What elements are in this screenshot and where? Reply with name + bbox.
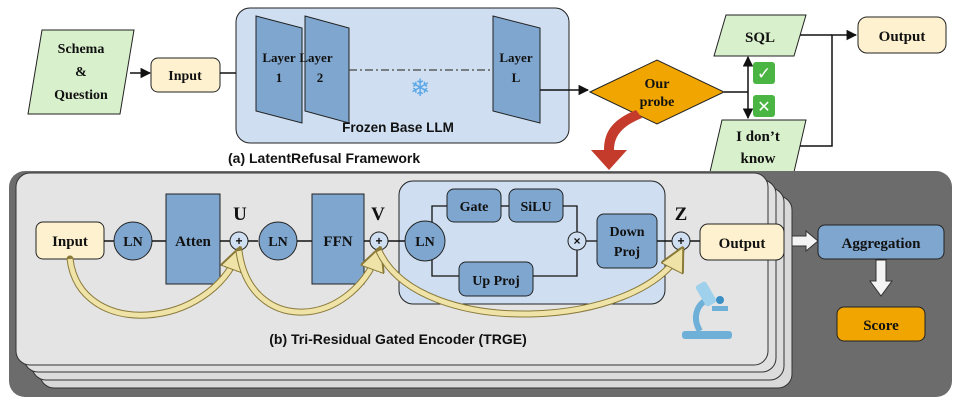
residual-add-z: + [671, 231, 691, 251]
input-node-top: Input [150, 57, 221, 93]
svg-text:Down: Down [609, 225, 644, 240]
frozen-llm-label: Frozen Base LLM [342, 120, 454, 135]
svg-text:×: × [573, 234, 580, 248]
svg-text:Output: Output [719, 236, 766, 252]
ln-node-3: LN [404, 220, 446, 262]
atten-node: Atten [165, 193, 221, 285]
svg-text:I don’t: I don’t [736, 129, 780, 145]
svg-text:FFN: FFN [323, 234, 352, 250]
svg-text:✓: ✓ [757, 64, 771, 84]
red-down-arrow [591, 110, 642, 170]
snowflake-icon: ❄ [410, 74, 430, 102]
svg-text:L: L [512, 70, 521, 85]
silu-node: SiLU [508, 188, 564, 223]
skip-curve-z [376, 251, 681, 317]
line-upproj-mult [533, 250, 578, 277]
layer-1-block: Layer 1 [255, 15, 303, 124]
multiply-node: × [567, 231, 587, 251]
svg-text:LN: LN [268, 235, 287, 250]
output-node-top: Output [857, 16, 947, 54]
upproj-node: Up Proj [458, 261, 534, 297]
svg-text:+: + [235, 234, 242, 248]
u-label: U [233, 204, 247, 225]
residual-add-u: + [229, 231, 249, 251]
svg-text:Input: Input [52, 234, 88, 250]
svg-text:Score: Score [863, 318, 899, 334]
svg-text:Output: Output [879, 29, 926, 45]
caption-a: (a) LatentRefusal Framework [228, 150, 420, 166]
idk-node: I don’t know [709, 119, 807, 173]
sql-node: SQL [713, 14, 807, 57]
svg-text:&: & [75, 65, 87, 80]
aggregation-node: Aggregation [817, 224, 945, 260]
z-label: Z [675, 204, 688, 225]
gate-node: Gate [446, 188, 502, 223]
svg-text:1: 1 [276, 70, 283, 85]
line-ln3-gate [431, 205, 447, 222]
downproj-node: Down Proj [596, 213, 658, 269]
svg-text:+: + [375, 234, 382, 248]
svg-text:Up Proj: Up Proj [472, 274, 520, 289]
svg-text:2: 2 [317, 70, 324, 85]
ln-node-1: LN [113, 221, 153, 261]
svg-text:probe: probe [640, 95, 675, 110]
arrow-to-score [869, 259, 893, 297]
score-node: Score [836, 306, 926, 342]
microscope-icon [682, 281, 732, 339]
svg-text:know: know [740, 151, 775, 167]
caption-b: (b) Tri-Residual Gated Encoder (TRGE) [269, 331, 526, 347]
layer-l-block: Layer L [492, 15, 541, 124]
svg-text:Proj: Proj [614, 245, 640, 260]
svg-text:Aggregation: Aggregation [842, 236, 922, 252]
svg-text:LN: LN [415, 235, 434, 250]
residual-add-v: + [369, 231, 389, 251]
layer-2-block: Layer 2 [299, 15, 350, 124]
ffn-node: FFN [311, 193, 365, 285]
svg-text:+: + [677, 234, 684, 248]
svg-text:Layer: Layer [499, 50, 532, 65]
svg-text:Atten: Atten [175, 234, 211, 250]
svg-text:LN: LN [123, 235, 142, 250]
skip-curve-u [67, 251, 239, 318]
svg-text:Our: Our [645, 77, 670, 92]
ln-node-2: LN [258, 221, 298, 261]
input-node-bottom: Input [35, 221, 105, 260]
check-icon: ✓ [753, 62, 775, 84]
arrow-to-aggregation [791, 229, 819, 253]
schema-question-node: Schema & Question [27, 29, 135, 115]
svg-text:Layer: Layer [262, 50, 295, 65]
output-node-bottom: Output [699, 223, 785, 261]
probe-node: Our probe [588, 59, 726, 125]
svg-text:Schema: Schema [58, 42, 105, 57]
svg-text:Gate: Gate [460, 200, 489, 215]
line-ln3-upproj [431, 260, 459, 277]
svg-text:Layer: Layer [299, 50, 332, 65]
line-idk-to-output [800, 29, 858, 147]
cross-icon: ✕ [753, 95, 775, 117]
svg-text:SQL: SQL [745, 30, 775, 46]
svg-text:Question: Question [54, 88, 108, 103]
svg-text:Input: Input [168, 69, 202, 84]
svg-text:SiLU: SiLU [520, 200, 551, 215]
skip-curve-v [236, 251, 379, 315]
v-label: V [371, 204, 385, 225]
line-silu-mult [563, 205, 578, 232]
svg-text:✕: ✕ [757, 97, 770, 116]
